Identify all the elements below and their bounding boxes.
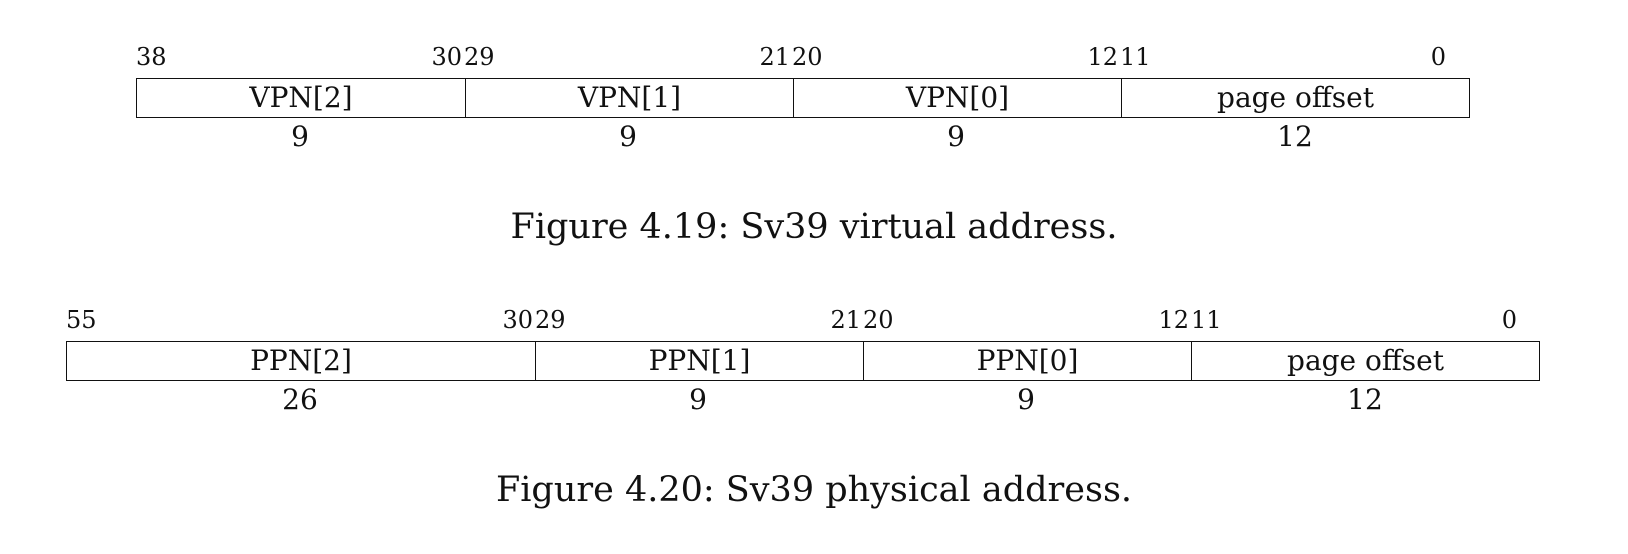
- field-ppn1: PPN[1]: [535, 342, 863, 380]
- bit-low-label: 30: [502, 306, 533, 334]
- width-ppn2: 26: [282, 383, 318, 416]
- bit-low-label: 21: [759, 43, 790, 71]
- bit-range-vpn1: 29 21: [464, 42, 790, 72]
- bit-range-page-offset: 11 0: [1120, 42, 1446, 72]
- figure-caption: Figure 4.20: Sv39 physical address.: [495, 470, 1133, 510]
- bit-range-ppn0: 20 12: [863, 305, 1189, 335]
- width-ppn0: 9: [1017, 383, 1035, 416]
- field-page-offset: page offset: [1191, 342, 1539, 380]
- width-vpn0: 9: [947, 120, 965, 153]
- field-ppn2: PPN[2]: [250, 344, 352, 377]
- physical-address-widths: 26 9 9 12: [66, 383, 1540, 417]
- field-vpn0: VPN[0]: [793, 79, 1121, 117]
- bit-high-label: 38: [136, 43, 167, 71]
- field-vpn2: VPN[2]: [249, 81, 353, 114]
- field-ppn0: PPN[0]: [863, 342, 1191, 380]
- bit-high-label: 29: [535, 306, 566, 334]
- bit-low-label: 0: [1501, 306, 1517, 334]
- width-page-offset: 12: [1277, 120, 1313, 153]
- bit-high-label: 11: [1120, 43, 1151, 71]
- width-vpn1: 9: [619, 120, 637, 153]
- bit-high-label: 29: [464, 43, 495, 71]
- bit-range-ppn1: 29 21: [535, 305, 861, 335]
- width-page-offset: 12: [1347, 383, 1383, 416]
- virtual-address-widths: 9 9 9 12: [136, 120, 1470, 154]
- bit-low-label: 21: [830, 306, 861, 334]
- bit-low-label: 0: [1430, 43, 1446, 71]
- bit-low-label: 12: [1087, 43, 1118, 71]
- bit-range-vpn2: 38 30: [136, 42, 462, 72]
- physical-address-fields: PPN[2] PPN[1] PPN[0] page offset: [66, 341, 1540, 381]
- width-ppn1: 9: [689, 383, 707, 416]
- bit-range-ppn2: 55 30: [66, 305, 533, 335]
- bit-high-label: 55: [66, 306, 97, 334]
- bit-high-label: 11: [1191, 306, 1222, 334]
- bit-range-vpn0: 20 12: [792, 42, 1118, 72]
- virtual-address-fields: VPN[2] VPN[1] VPN[0] page offset: [136, 78, 1470, 118]
- width-vpn2: 9: [291, 120, 309, 153]
- bit-range-page-offset: 11 0: [1191, 305, 1517, 335]
- figure-caption: Figure 4.19: Sv39 virtual address.: [510, 207, 1118, 247]
- bit-low-label: 30: [431, 43, 462, 71]
- bit-high-label: 20: [792, 43, 823, 71]
- field-page-offset: page offset: [1121, 79, 1469, 117]
- bit-high-label: 20: [863, 306, 894, 334]
- bit-low-label: 12: [1158, 306, 1189, 334]
- field-vpn1: VPN[1]: [465, 79, 793, 117]
